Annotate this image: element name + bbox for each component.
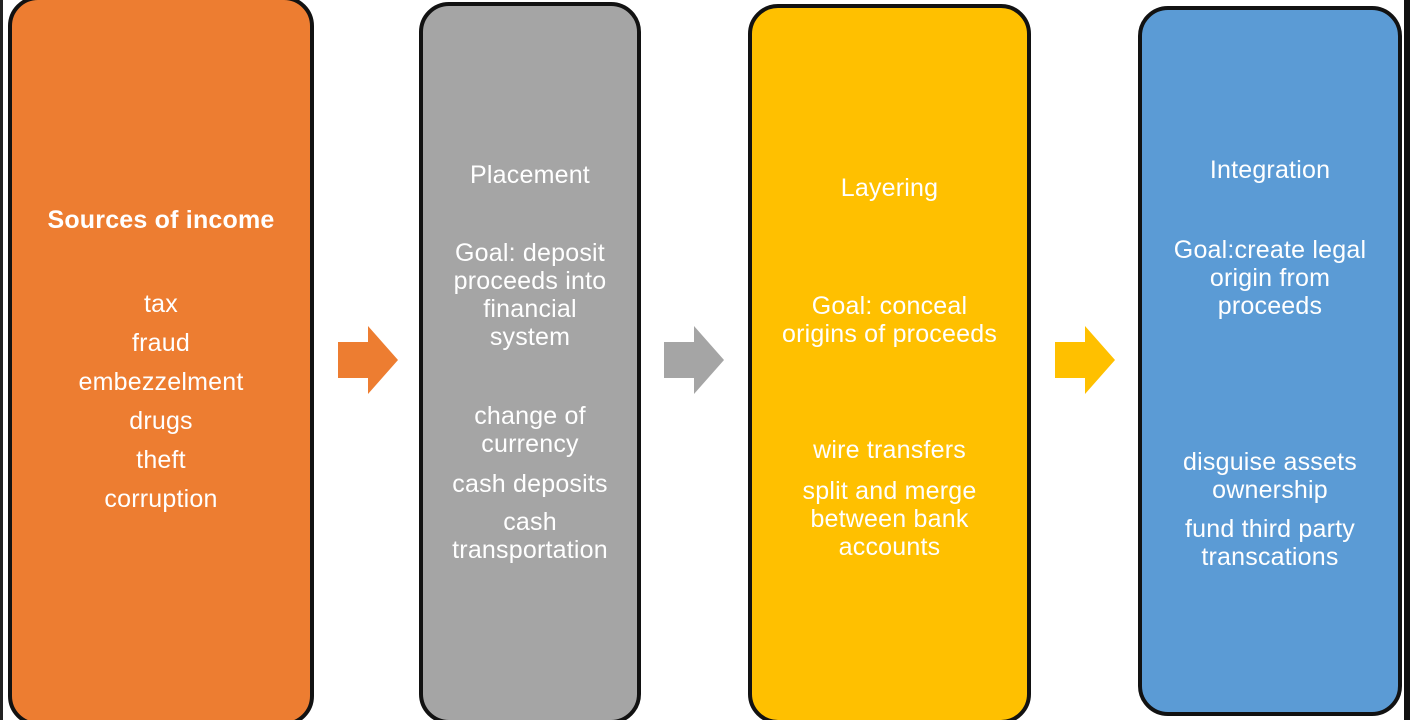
layering-method-split-and-merge: split and merge between bank accounts — [752, 477, 1027, 561]
integration-method-line: transcations — [1201, 543, 1339, 571]
placement-goal-line: financial — [483, 295, 577, 323]
sources-title-text: Sources of income — [47, 206, 275, 234]
arrow-layering-to-integration-icon — [1055, 326, 1115, 394]
placement-goal: Goal: deposit proceeds into financial sy… — [423, 239, 637, 351]
layering-method-line: accounts — [838, 533, 941, 561]
placement-method-line: cash — [503, 508, 557, 536]
layering-goal: Goal: conceal origins of proceeds — [752, 292, 1027, 348]
sources-item-tax: tax — [144, 290, 178, 318]
integration-goal-line: Goal:create legal — [1173, 236, 1367, 264]
placement-goal-line: proceeds into — [453, 267, 607, 295]
integration-title: Integration — [1142, 156, 1398, 184]
placement-method-change-of-currency: change of currency — [423, 402, 637, 458]
sources-item-embezzelment: embezzelment — [78, 368, 244, 396]
sources-item-corruption: corruption — [104, 485, 218, 513]
placement-method-line: transportation — [452, 536, 608, 564]
frame-edge-left — [0, 0, 3, 720]
layering-method-line: split and merge — [802, 477, 977, 505]
integration-method-line: fund third party — [1185, 515, 1355, 543]
layering-method-wire-transfers: wire transfers — [752, 436, 1027, 464]
layering-goal-line: origins of proceeds — [781, 320, 998, 348]
layering-method-line: wire transfers — [813, 436, 966, 464]
layering-title: Layering — [752, 174, 1027, 202]
sources-items-list: tax fraud embezzelment drugs theft corru… — [12, 285, 310, 519]
integration-method-line: ownership — [1212, 476, 1328, 504]
placement-method-cash-transportation: cash transportation — [423, 508, 637, 564]
placement-method-line: cash deposits — [452, 470, 608, 498]
placement-goal-line: system — [489, 323, 571, 351]
placement-title-text: Placement — [470, 161, 590, 189]
integration-goal: Goal:create legal origin from proceeds — [1142, 236, 1398, 320]
sources-of-income-box: Sources of income tax fraud embezzelment… — [8, 0, 314, 720]
layering-box: Layering Goal: conceal origins of procee… — [748, 4, 1031, 720]
sources-item-drugs: drugs — [129, 407, 193, 435]
layering-title-text: Layering — [840, 174, 939, 202]
layering-method-line: between bank — [810, 505, 969, 533]
integration-box: Integration Goal:create legal origin fro… — [1138, 6, 1402, 716]
placement-method-cash-deposits: cash deposits — [423, 470, 637, 498]
integration-method-disguise-assets: disguise assets ownership — [1142, 448, 1398, 504]
sources-item-fraud: fraud — [132, 329, 190, 357]
frame-edge-right — [1404, 0, 1410, 720]
integration-goal-line: origin from — [1209, 264, 1331, 292]
placement-box: Placement Goal: deposit proceeds into fi… — [419, 2, 641, 720]
arrow-placement-to-layering-icon — [664, 326, 724, 394]
sources-title: Sources of income — [12, 206, 310, 234]
integration-goal-line: proceeds — [1217, 292, 1323, 320]
layering-goal-line: Goal: conceal — [811, 292, 968, 320]
placement-title: Placement — [423, 161, 637, 189]
sources-item-theft: theft — [136, 446, 186, 474]
integration-title-text: Integration — [1209, 156, 1331, 184]
placement-method-line: change of — [474, 402, 586, 430]
integration-method-line: disguise assets — [1183, 448, 1357, 476]
arrow-sources-to-placement-icon — [338, 326, 398, 394]
placement-method-line: currency — [481, 430, 579, 458]
integration-method-fund-third-party: fund third party transcations — [1142, 515, 1398, 571]
placement-goal-line: Goal: deposit — [455, 239, 605, 267]
